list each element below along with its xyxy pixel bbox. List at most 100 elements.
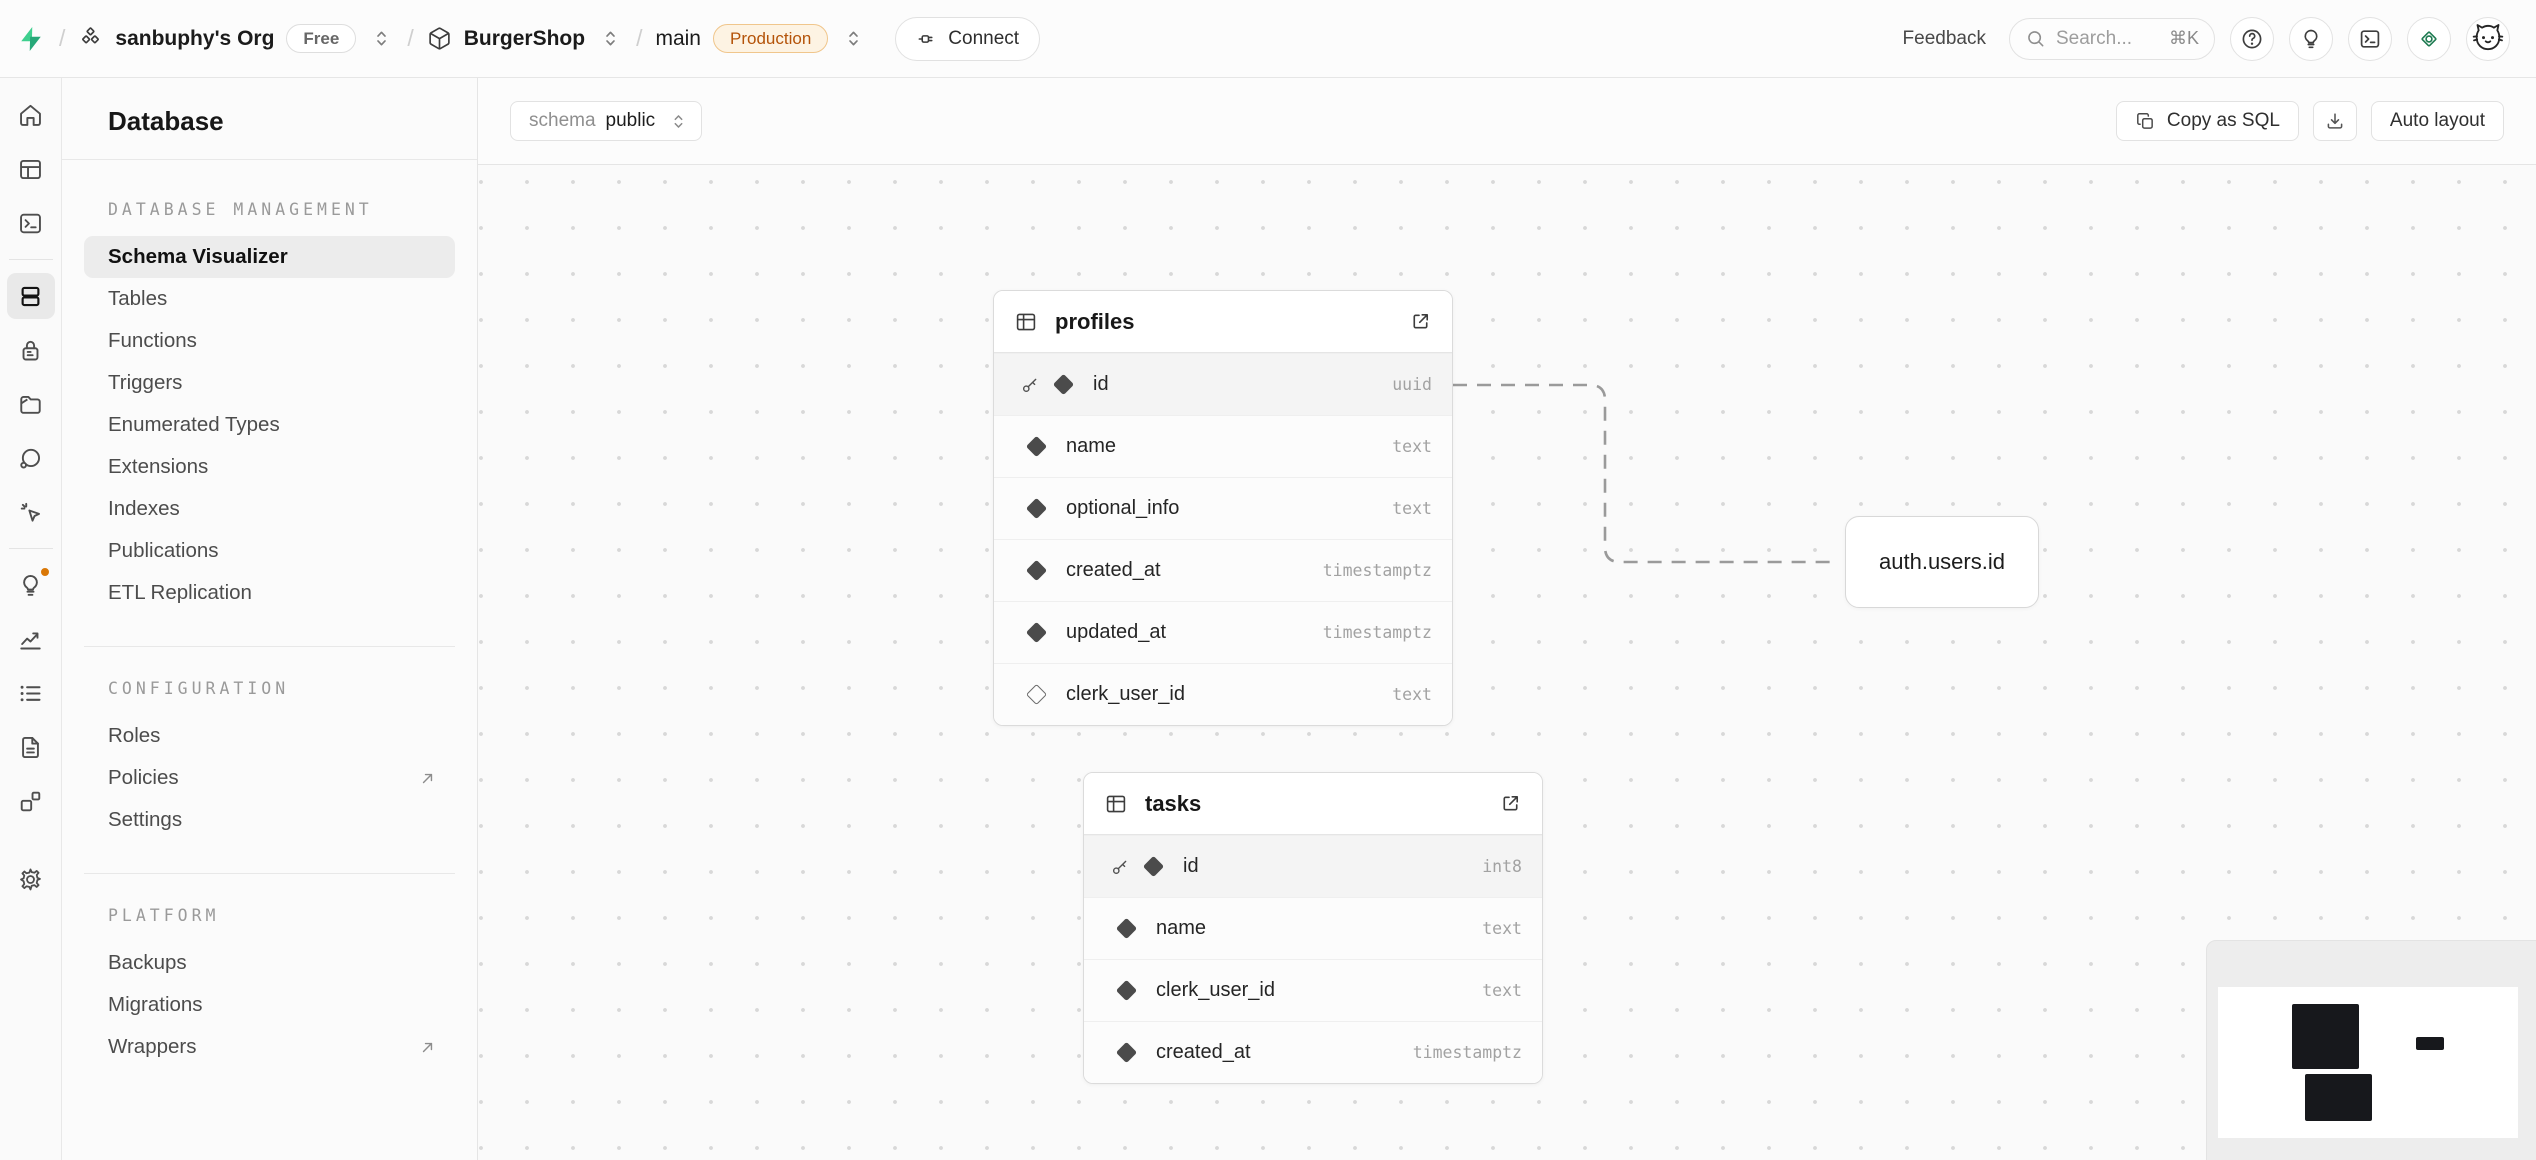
schema-select[interactable]: schema public <box>510 101 703 141</box>
sidebar-item-triggers[interactable]: Triggers <box>108 371 183 394</box>
sidebar-item-etl-replication[interactable]: ETL Replication <box>108 581 252 604</box>
connect-button[interactable]: Connect <box>895 16 1041 61</box>
user-avatar[interactable] <box>2466 16 2510 61</box>
column-name: id <box>1183 855 1199 877</box>
sidebar-item-indexes[interactable]: Indexes <box>108 497 180 520</box>
auto-layout-button[interactable]: Auto layout <box>2370 101 2504 141</box>
minimap[interactable] <box>2206 940 2536 1160</box>
project-icon <box>427 26 452 51</box>
column-name: name <box>1156 917 1207 939</box>
sidebar-item-functions[interactable]: Functions <box>108 329 197 352</box>
column-row[interactable]: id int8 <box>1084 835 1542 897</box>
open-table-external-icon[interactable] <box>1499 792 1522 815</box>
copy-icon <box>2135 111 2156 132</box>
rail-sql-editor-icon[interactable] <box>7 200 55 246</box>
environment-badge: Production <box>713 24 829 53</box>
rail-reports-icon[interactable] <box>7 616 55 662</box>
org-switcher-button[interactable] <box>369 24 394 53</box>
column-type: uuid <box>1392 375 1432 394</box>
body-row: Database DATABASE MANAGEMENT Schema Visu… <box>0 78 2536 1160</box>
breadcrumb-separator: / <box>59 25 66 51</box>
search-input[interactable]: Search... ⌘K <box>2009 17 2215 60</box>
not-null-diamond-icon <box>1115 917 1138 940</box>
primary-key-icon <box>1020 374 1041 395</box>
rail-integrations-icon[interactable] <box>7 778 55 824</box>
column-row[interactable]: clerk_user_id text <box>994 663 1452 725</box>
column-row[interactable]: id uuid <box>994 353 1452 415</box>
sidebar-item-extensions[interactable]: Extensions <box>108 455 209 478</box>
search-icon <box>2025 28 2046 49</box>
sidebar-item-migrations[interactable]: Migrations <box>108 993 203 1016</box>
rail-logs-icon[interactable] <box>7 670 55 716</box>
sidebar-item-wrappers[interactable]: Wrappers <box>84 1026 455 1068</box>
column-row[interactable]: optional_info text <box>994 477 1452 539</box>
schema-select-label: schema <box>529 110 596 131</box>
download-button[interactable] <box>2312 101 2357 141</box>
rail-realtime-icon[interactable] <box>7 489 55 535</box>
table-title: tasks <box>1145 790 1202 816</box>
branch-switcher-button[interactable] <box>841 24 866 53</box>
sidebar-item-settings[interactable]: Settings <box>108 808 183 831</box>
feedback-button[interactable]: Feedback <box>1895 20 1994 58</box>
copy-as-sql-label: Copy as SQL <box>2166 110 2280 131</box>
breadcrumb-branch[interactable]: main Production <box>655 24 829 53</box>
table-icon <box>1014 310 1038 334</box>
column-row[interactable]: updated_at timestamptz <box>994 601 1452 663</box>
breadcrumb-project[interactable]: BurgerShop <box>427 26 585 51</box>
sidebar-item-backups[interactable]: Backups <box>108 951 187 974</box>
project-switcher-button[interactable] <box>598 24 623 53</box>
rail-divider <box>8 259 53 260</box>
schema-canvas[interactable]: profiles id uuid <box>478 165 2536 1160</box>
sidebar: Database DATABASE MANAGEMENT Schema Visu… <box>62 78 478 1160</box>
sidebar-item-policies[interactable]: Policies <box>84 757 455 799</box>
sidebar-section-platform: PLATFORM Backups Migrations Wrappers <box>84 873 455 1100</box>
column-row[interactable]: created_at timestamptz <box>994 539 1452 601</box>
search-shortcut: ⌘K <box>2168 28 2199 48</box>
header-actions: Feedback Search... ⌘K <box>1895 16 2510 61</box>
column-row[interactable]: name text <box>994 415 1452 477</box>
sidebar-section-database-management: DATABASE MANAGEMENT Schema Visualizer Ta… <box>84 200 455 646</box>
column-name: id <box>1093 373 1109 395</box>
table-node-tasks[interactable]: tasks id int8 <box>1083 772 1543 1084</box>
advisors-notification-dot <box>37 565 52 579</box>
sidebar-item-tables[interactable]: Tables <box>108 287 168 310</box>
rail-edge-functions-icon[interactable] <box>7 435 55 481</box>
rail-authentication-icon[interactable] <box>7 327 55 373</box>
table-node-profiles[interactable]: profiles id uuid <box>993 290 1453 726</box>
ai-assistant-button[interactable] <box>2407 16 2451 61</box>
rail-storage-icon[interactable] <box>7 381 55 427</box>
ref-node-auth-users-id[interactable]: auth.users.id <box>1845 516 2039 608</box>
column-name: clerk_user_id <box>1066 683 1185 705</box>
table-node-header: tasks <box>1084 773 1542 835</box>
open-table-external-icon[interactable] <box>1409 310 1432 333</box>
sidebar-item-enumerated-types[interactable]: Enumerated Types <box>108 413 280 436</box>
sidebar-item-roles[interactable]: Roles <box>108 724 161 747</box>
rail-table-editor-icon[interactable] <box>7 146 55 192</box>
section-label: PLATFORM <box>108 906 220 925</box>
table-icon <box>1104 792 1128 816</box>
copy-as-sql-button[interactable]: Copy as SQL <box>2115 101 2299 141</box>
column-type: text <box>1392 499 1432 518</box>
rail-database-icon[interactable] <box>6 273 55 319</box>
hint-lightbulb-button[interactable] <box>2289 16 2333 61</box>
column-type: timestamptz <box>1322 561 1432 580</box>
rail-api-docs-icon[interactable] <box>7 724 55 770</box>
column-row[interactable]: name text <box>1084 897 1542 959</box>
rail-home-icon[interactable] <box>7 92 55 138</box>
column-row[interactable]: created_at timestamptz <box>1084 1021 1542 1083</box>
sidebar-item-publications[interactable]: Publications <box>108 539 219 562</box>
help-button[interactable] <box>2230 16 2274 61</box>
plug-icon <box>916 28 938 50</box>
column-row[interactable]: clerk_user_id text <box>1084 959 1542 1021</box>
supabase-logo-icon[interactable] <box>16 24 46 54</box>
command-terminal-button[interactable] <box>2348 16 2392 61</box>
sidebar-section-configuration: CONFIGURATION Roles Policies Settings <box>84 646 455 873</box>
minimap-node-auth <box>2416 1037 2444 1050</box>
table-node-header: profiles <box>994 291 1452 353</box>
rail-advisors-icon[interactable] <box>7 562 55 608</box>
top-header: / sanbuphy's Org Free / <box>0 0 2536 78</box>
rail-settings-icon[interactable] <box>7 856 55 902</box>
sidebar-item-schema-visualizer[interactable]: Schema Visualizer <box>84 236 455 278</box>
breadcrumb-org[interactable]: sanbuphy's Org Free <box>78 24 357 53</box>
